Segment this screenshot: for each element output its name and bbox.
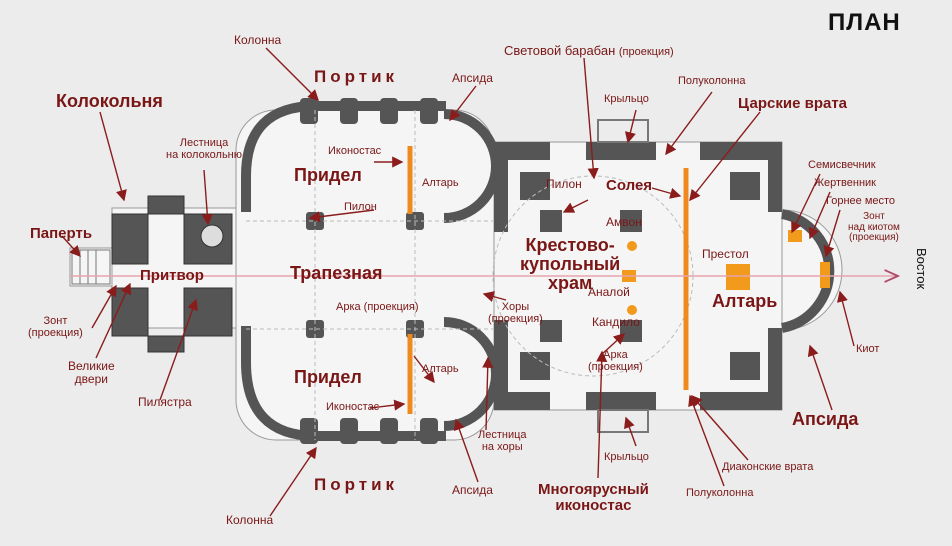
multi-tier-iconostasis-label: Многоярусный иконостас (538, 481, 649, 514)
porch-label-bottom: Крыльцо (604, 451, 649, 463)
leader-arrows (61, 47, 855, 517)
temple-walls (494, 142, 782, 410)
apse-label-top: Апсида (452, 71, 493, 85)
column-label-bottom: Колонна (226, 513, 274, 527)
solea-label: Солея (606, 177, 653, 194)
east-direction-label: Восток (914, 248, 929, 290)
main-altar-label: Алтарь (712, 291, 778, 311)
cross-domed-temple-label: Крестово- купольный храм (520, 235, 621, 293)
chapel-altar-label-bottom: Алтарь (422, 363, 459, 375)
porch-label-top: Крыльцо (604, 93, 649, 105)
prothesis-table-label: Жертвенник (814, 177, 876, 189)
plan-title: ПЛАН (828, 9, 901, 36)
pylon-label-left: Пилон (344, 201, 377, 213)
altar-table-label: Престол (702, 247, 749, 261)
arch-projection-label-bottom: Арка (проекция) (588, 349, 643, 373)
side-chapel-label-bottom: Придел (294, 367, 362, 387)
refectory-grid (246, 110, 494, 440)
porch-paperty-label: Паперть (30, 225, 93, 242)
portico-label-top: Портик (314, 67, 399, 86)
apse-label-bottom: Апсида (452, 483, 493, 497)
kandilo-label: Кандило (592, 315, 640, 329)
temple-porches (597, 119, 649, 433)
bell-tower (111, 195, 233, 353)
light-drum-label: Световой барабан (проекция) (504, 43, 674, 58)
bell-tower-label: Колокольня (56, 91, 163, 111)
kiot-label: Киот (856, 343, 880, 355)
choir-stairs-label: Лестница на хоры (478, 429, 527, 453)
portico-label-bottom: Портик (314, 475, 399, 494)
deacon-doors-label: Диаконские врата (722, 461, 814, 473)
iconostasis-lines (407, 146, 689, 414)
side-chapel-label-top: Придел (294, 165, 362, 185)
half-column-label-top: Полуколонна (678, 75, 746, 87)
ambo-label: Амвон (606, 215, 642, 229)
iconostasis-label-bottom: Иконостас (326, 401, 380, 413)
narthex-label: Притвор (140, 267, 204, 284)
arch-projection-label-top: Арка (проекция) (336, 301, 419, 313)
menorah-label: Семисвечник (808, 159, 876, 171)
chapel-altar-label-top: Алтарь (422, 177, 459, 189)
choir-projection-label: Хоры (проекция) (488, 301, 543, 325)
high-place-label: Горнее место (826, 195, 896, 207)
pylon-label-right: Пилон (546, 177, 582, 191)
great-doors-label: Великие двери (68, 359, 115, 386)
iconostasis-label-top: Иконостас (328, 145, 382, 157)
lectern-label: Аналой (588, 285, 630, 299)
royal-doors-label: Царские врата (738, 95, 848, 112)
half-column-label-bottom: Полуколонна (686, 487, 754, 499)
kiot-canopy-label: Зонт над киотом (проекция) (848, 211, 900, 243)
column-label-top: Колонна (234, 33, 282, 47)
canopy-left-label: Зонт (проекция) (28, 315, 83, 339)
pilaster-label: Пилястра (138, 395, 192, 409)
porch-floor (69, 247, 113, 287)
refectory-label: Трапезная (290, 263, 383, 283)
bell-tower-stairs-label: Лестница на колокольню (166, 137, 243, 161)
apse-label-right: Апсида (792, 409, 859, 429)
